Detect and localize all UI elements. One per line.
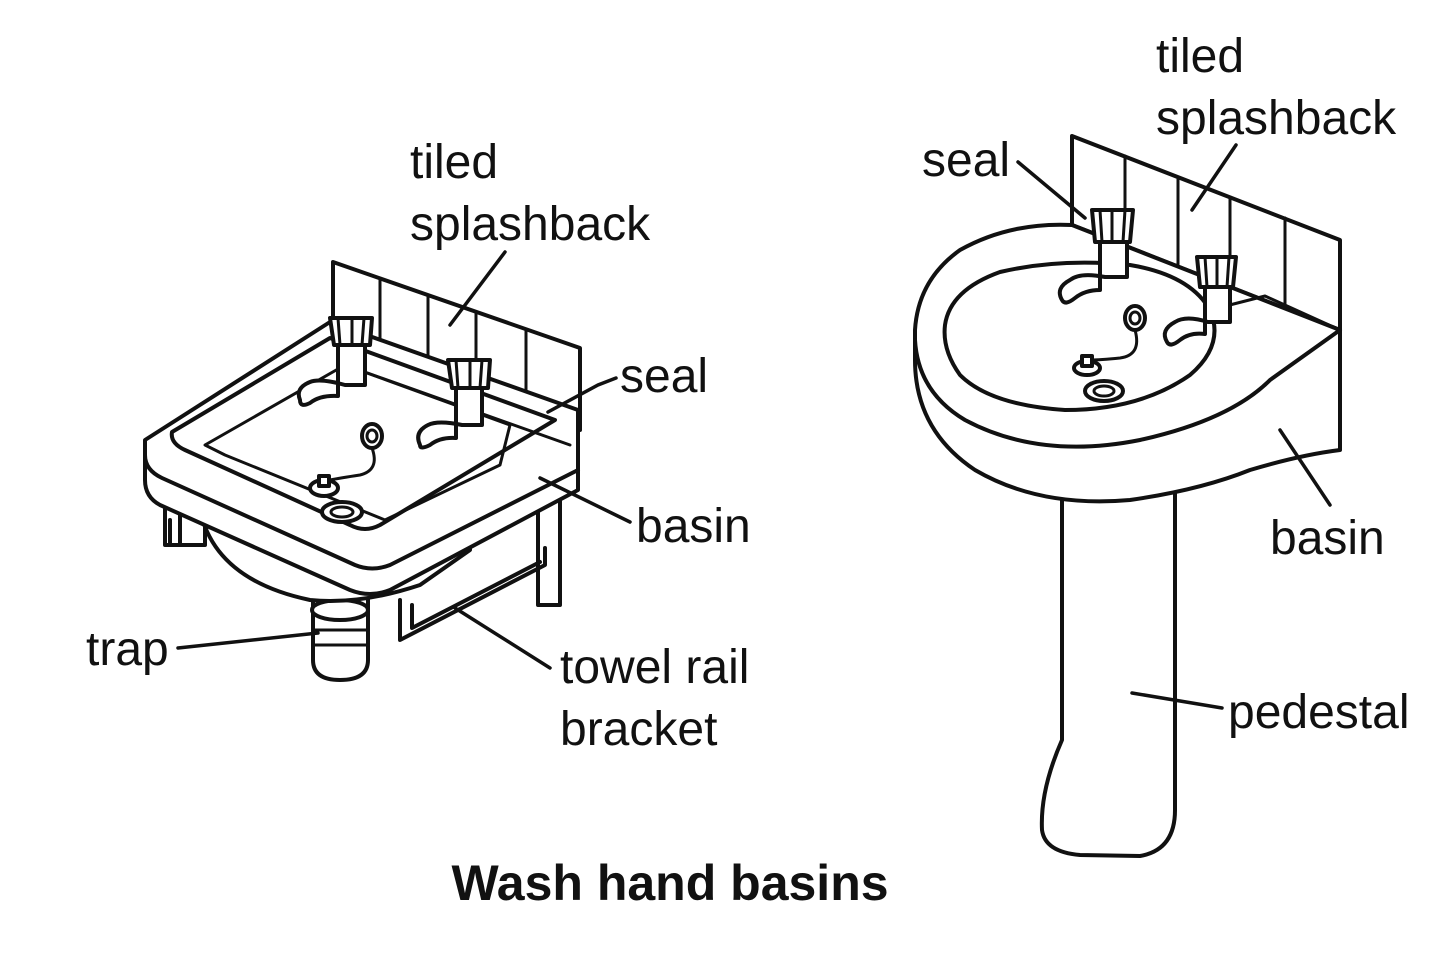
leader-pedestal-seal	[1016, 160, 1087, 220]
wall-basin-trap	[310, 583, 370, 682]
pedestal-basin-label: basin	[1270, 512, 1385, 565]
leader-pedestal-pedestal	[1130, 691, 1224, 710]
wall-splashback-label-line1: tiled	[410, 136, 498, 189]
pedestal-splashback-label-line2: splashback	[1156, 92, 1397, 145]
wall-towel-rail-label-line2: bracket	[560, 703, 717, 756]
leader-wall-trap	[176, 631, 320, 650]
pedestal-basin-labels: tiled splashback seal basin pedestal	[922, 30, 1409, 739]
pedestal-column	[1039, 478, 1177, 858]
leader-lines	[176, 143, 1332, 710]
pedestal-basin-body	[913, 222, 1342, 504]
leader-wall-splashback	[448, 250, 507, 327]
leader-wall-towel-rail	[453, 606, 552, 670]
pedestal-basin-illustration	[913, 134, 1342, 858]
diagram-title: Wash hand basins	[451, 855, 888, 911]
wall-trap-label: trap	[86, 623, 169, 676]
pedestal-basin-taps	[1057, 208, 1238, 347]
wall-basin-labels: tiled splashback seal basin trap towel r…	[86, 136, 751, 756]
pedestal-basin-plug-and-waste	[1072, 304, 1147, 403]
wall-seal-label: seal	[620, 350, 708, 403]
wall-splashback-label-line2: splashback	[410, 198, 651, 251]
leader-pedestal-basin	[1278, 428, 1332, 507]
leader-wall-basin	[538, 476, 632, 524]
wall-hung-basin-illustration	[143, 260, 582, 682]
leader-wall-seal	[546, 376, 618, 414]
pedestal-splashback-label-line1: tiled	[1156, 30, 1244, 83]
leader-pedestal-splashback	[1190, 143, 1238, 212]
wall-towel-rail-label-line1: towel rail	[560, 641, 749, 694]
wall-basin-label: basin	[636, 500, 751, 553]
wall-basin-towel-rail	[168, 518, 547, 642]
wall-basin-taps	[296, 316, 492, 450]
wall-basin-plug-and-waste	[308, 422, 384, 524]
pedestal-seal-label: seal	[922, 134, 1010, 187]
pedestal-label: pedestal	[1228, 686, 1409, 739]
